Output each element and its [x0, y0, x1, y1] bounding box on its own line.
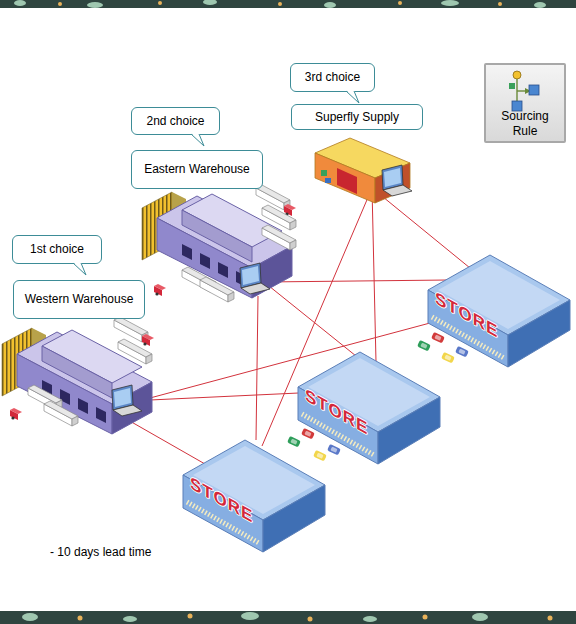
node-text: 1st choice [30, 242, 84, 257]
node-text: Superfly Supply [315, 110, 399, 125]
choice-callout: 3rd choice [290, 63, 375, 92]
callout-tail [73, 262, 87, 276]
sourcing-rule-icon [505, 69, 545, 113]
choice-callout: 1st choice [12, 235, 102, 264]
callout-tail [191, 133, 205, 147]
node-text: Sourcing Rule [494, 109, 556, 139]
node-text: Western Warehouse [25, 292, 134, 307]
node-text: 3rd choice [305, 70, 360, 85]
node-text: Eastern Warehouse [144, 162, 250, 177]
node-text: 2nd choice [146, 114, 204, 129]
sourcing-rule-button: Sourcing Rule [484, 63, 566, 143]
supplier-box: Superfly Supply [291, 104, 423, 130]
callout-tail [346, 90, 360, 104]
warehouse-box: Eastern Warehouse [131, 150, 263, 189]
choice-callout: 2nd choice [131, 107, 220, 135]
warehouse-box: Western Warehouse [13, 280, 145, 319]
lead-time-note: - 10 days lead time [50, 545, 151, 559]
